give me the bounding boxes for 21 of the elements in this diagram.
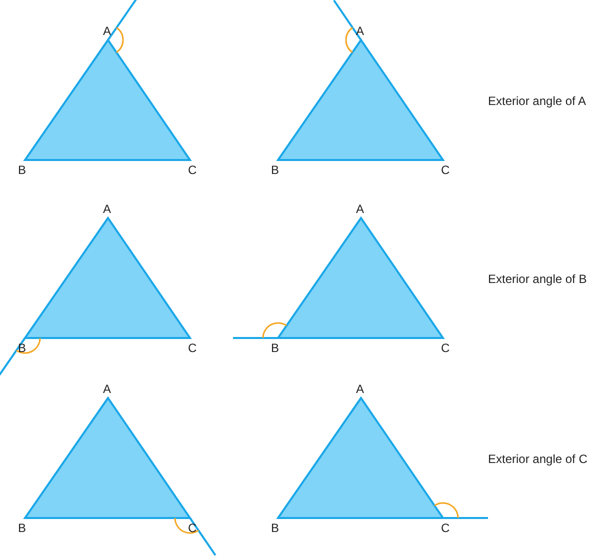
vertex-label: B xyxy=(18,521,26,535)
vertex-label: B xyxy=(271,163,280,177)
vertex-label: B xyxy=(18,341,26,355)
caption-text: Exterior angle of C xyxy=(488,452,588,466)
vertex-label: C xyxy=(441,163,450,177)
vertex-label: A xyxy=(103,202,112,216)
vertex-label: A xyxy=(356,24,364,38)
vertex-label: B xyxy=(271,341,280,355)
vertex-label: C xyxy=(188,521,197,535)
vertex-label: A xyxy=(356,382,364,396)
vertex-label: B xyxy=(271,521,280,535)
vertex-label: C xyxy=(441,521,450,535)
vertex-label: C xyxy=(188,341,197,355)
vertex-label: A xyxy=(103,24,112,38)
caption-text: Exterior angle of A xyxy=(488,94,586,108)
vertex-label: A xyxy=(356,202,364,216)
caption-text: Exterior angle of B xyxy=(488,272,587,286)
vertex-label: A xyxy=(103,382,112,396)
vertex-label: B xyxy=(18,163,26,177)
vertex-label: C xyxy=(441,341,450,355)
vertex-label: C xyxy=(188,163,197,177)
